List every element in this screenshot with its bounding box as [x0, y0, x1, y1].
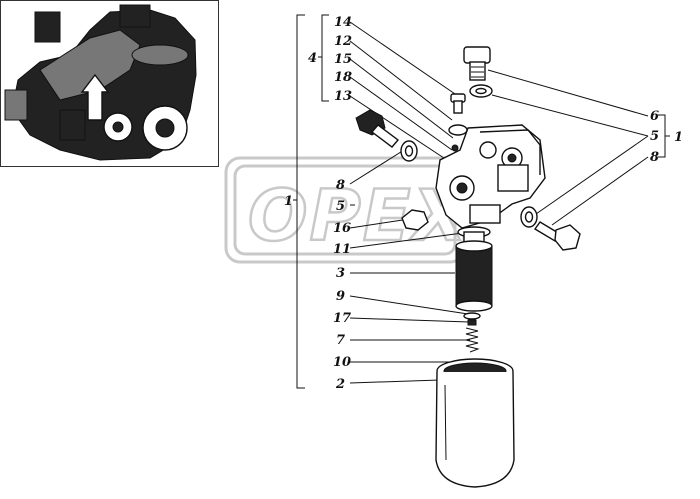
- part-bowl: [435, 358, 515, 488]
- callout-17: 17: [333, 311, 351, 326]
- callout-3: 3: [336, 266, 345, 281]
- callout-14: 14: [334, 15, 352, 30]
- callout-15: 15: [334, 52, 352, 67]
- leader-lines: [349, 21, 649, 384]
- callout-7: 7: [336, 333, 345, 348]
- watermark-text: OPEX: [248, 175, 470, 257]
- part-gasket-small: [463, 312, 481, 320]
- callout-6-right: 6: [650, 109, 659, 124]
- part-washer-small: [448, 124, 468, 136]
- callout-labels: 14 12 15 18 13 4 1 8 5 16 11 3 9 17 7 10…: [284, 15, 683, 392]
- part-housing: [435, 124, 546, 229]
- callout-10: 10: [333, 355, 351, 370]
- callout-12: 12: [334, 34, 352, 49]
- location-arrow: [80, 73, 110, 121]
- part-small-plug: [450, 93, 466, 114]
- part-bolt-right: [533, 221, 581, 251]
- group-1-right: 1: [674, 130, 683, 145]
- part-plug-top: [463, 46, 491, 81]
- callout-2: 2: [335, 377, 345, 392]
- part-cup: [467, 319, 477, 326]
- left-brackets: [293, 14, 329, 389]
- right-brackets: [658, 114, 670, 158]
- parts: [355, 46, 581, 488]
- callout-16: 16: [333, 221, 351, 236]
- part-ball: [451, 144, 459, 152]
- group-1-left: 1: [284, 194, 293, 209]
- callout-8-left: 8: [336, 178, 345, 193]
- watermark: OPEX: [224, 156, 470, 264]
- callout-13: 13: [334, 89, 352, 104]
- callout-9: 9: [336, 289, 345, 304]
- callout-5-left: 5: [336, 199, 345, 214]
- callout-8-right: 8: [650, 150, 659, 165]
- part-nut: [401, 209, 429, 231]
- callout-11: 11: [333, 242, 351, 257]
- callout-5-right: 5: [650, 129, 659, 144]
- callout-18: 18: [334, 70, 352, 85]
- part-bolt-left: [355, 109, 400, 148]
- part-spring: [465, 327, 480, 353]
- group-4: 4: [308, 51, 317, 66]
- engine-illustration: [4, 4, 197, 161]
- engine-inset: [0, 0, 219, 167]
- part-filter-element: [455, 226, 493, 312]
